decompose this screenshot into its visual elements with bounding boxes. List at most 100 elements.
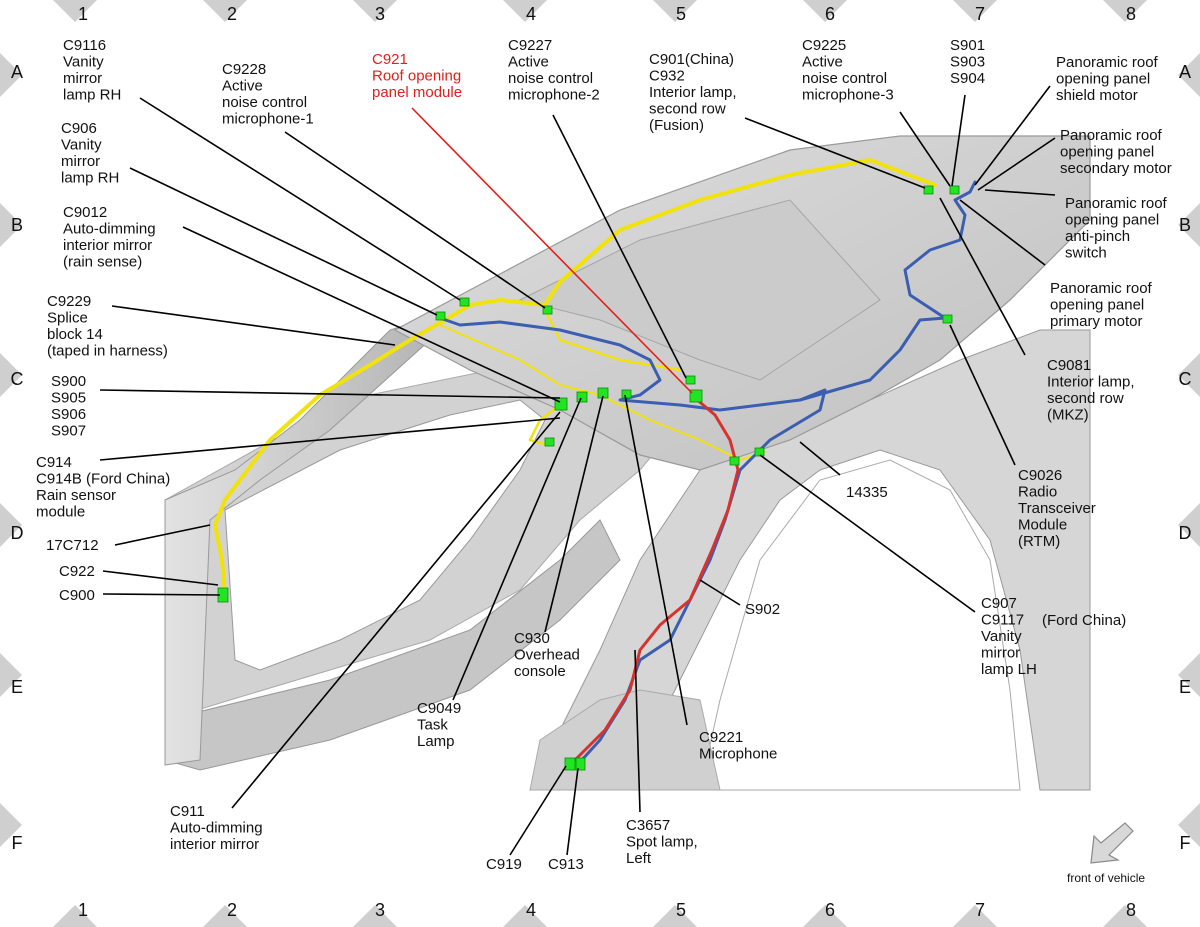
callout-line: S904 (950, 70, 985, 87)
callout-line: Vanity (63, 54, 104, 71)
callout-c919: C919 (486, 856, 522, 873)
callout-line: (rain sense) (63, 254, 142, 271)
row-label-right-D: D (1179, 523, 1192, 543)
front-of-vehicle-arrow-icon (1090, 822, 1134, 864)
callout-line: C9026 (1018, 467, 1062, 484)
callout-line: Overhead (514, 647, 580, 664)
border-diamond (1103, 0, 1147, 22)
callout-line: Active (222, 78, 263, 95)
callout-line: C9229 (47, 293, 91, 310)
leader-lines (99, 85, 1056, 856)
border-diamond (353, 0, 397, 22)
callout-line: console (514, 663, 566, 680)
callout-line: mirror (981, 645, 1020, 662)
border-diamond (0, 53, 22, 97)
callout-line: C9117 (981, 612, 1024, 629)
callout-line: switch (1065, 245, 1107, 262)
callout-line: 17C712 (46, 537, 99, 554)
callout-line: Vanity (981, 628, 1022, 645)
border-diamond (1178, 653, 1200, 697)
callout-line: (Fusion) (649, 117, 704, 134)
callout-line: Left (626, 850, 652, 867)
border-diamond (0, 503, 22, 547)
callout-line: Interior lamp, (1047, 374, 1135, 391)
callout-line: (Ford China) (1042, 612, 1126, 629)
row-label-right-A: A (1179, 62, 1191, 82)
callout-line: Microphone (699, 746, 777, 763)
front-of-vehicle-label: front of vehicle (1067, 871, 1145, 885)
column-label-top-5: 5 (676, 4, 686, 24)
border-diamond (653, 0, 697, 22)
callout-line: lamp RH (61, 170, 119, 187)
callout-line: Spot lamp, (626, 834, 698, 851)
border-diamond (0, 653, 22, 697)
callout-line: shield motor (1056, 87, 1138, 104)
callout-line: C9228 (222, 61, 266, 78)
callout-line: S907 (51, 423, 86, 440)
callout-line: mirror (63, 70, 102, 87)
red-harness (573, 396, 740, 762)
column-label-bottom-8: 8 (1126, 900, 1136, 920)
border-diamond (503, 905, 547, 927)
row-label-right-E: E (1179, 677, 1191, 697)
border-diamond (1178, 503, 1200, 547)
callout-line: module (36, 504, 85, 521)
border-diamond (1103, 905, 1147, 927)
callout-line: C932 (649, 68, 685, 85)
yellow-harness (213, 158, 937, 597)
row-label-right-F: F (1180, 833, 1191, 853)
callout-line: (RTM) (1018, 533, 1060, 550)
callout-line: S902 (745, 601, 780, 618)
callout-line: Active (508, 54, 549, 71)
border-diamond (503, 0, 547, 22)
row-label-right-B: B (1179, 215, 1191, 235)
border-diamond (1178, 353, 1200, 397)
callout-line: C906 (61, 120, 97, 137)
border-diamond (803, 905, 847, 927)
callout-line: 14335 (846, 484, 888, 501)
callout-line: C3657 (626, 817, 670, 834)
border-diamond (803, 0, 847, 22)
column-label-top-3: 3 (375, 4, 385, 24)
border-diamond (0, 803, 22, 847)
callout-line: Rain sensor (36, 487, 116, 504)
callout-line: Auto-dimming (170, 820, 263, 837)
callout-line: C921 (372, 51, 408, 68)
callout-line: S906 (51, 406, 86, 423)
callout-line: noise control (222, 94, 307, 111)
border-diamond (653, 905, 697, 927)
callout-line: primary motor (1050, 313, 1143, 330)
callout-line: Module (1018, 517, 1067, 534)
callout-line: noise control (802, 70, 887, 87)
column-label-bottom-4: 4 (526, 900, 536, 920)
callout-line: Lamp (417, 733, 455, 750)
callout-line: interior mirror (63, 237, 152, 254)
column-label-top-4: 4 (526, 4, 536, 24)
border-diamond (1178, 203, 1200, 247)
callout-line: S905 (51, 390, 86, 407)
border-diamond (0, 203, 22, 247)
callout-line: Panoramic roof (1050, 280, 1153, 297)
callout-line: C9225 (802, 37, 846, 54)
callout-line: Vanity (61, 137, 102, 154)
callout-line: C9221 (699, 729, 743, 746)
callout-c913: C913 (548, 856, 584, 873)
callout-line: C913 (548, 856, 584, 873)
callout-line: lamp LH (981, 661, 1037, 678)
callout-line: Radio (1018, 484, 1057, 501)
